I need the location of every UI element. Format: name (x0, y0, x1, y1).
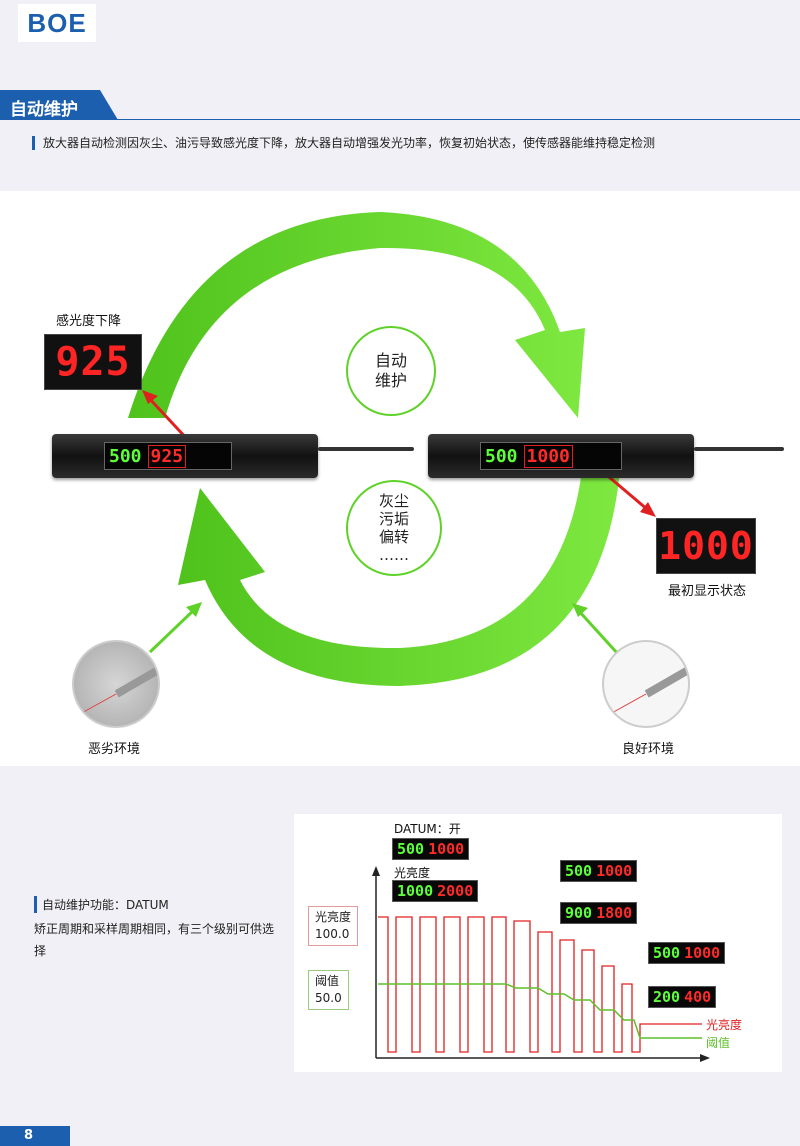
center-top-line: 自动 (374, 351, 407, 370)
lcd-r3-red: 1000 (684, 944, 721, 962)
callout-line: 100.0 (315, 927, 350, 941)
amp-left-display: 500 925 (104, 442, 232, 470)
amplifier-left: 500 925 (52, 434, 318, 478)
brightness-line (378, 916, 702, 1053)
lcd-top-green: 500 (397, 840, 425, 858)
upper-arrow (128, 212, 585, 418)
bad-environment-image (72, 640, 160, 728)
brightness-label: 光亮度 (394, 866, 431, 880)
brightness-callout: 光亮度 100.0 (308, 906, 359, 946)
datum-label: DATUM：开 (394, 822, 461, 836)
lower-arrow (178, 470, 620, 686)
bad-environment-label: 恶劣环境 (88, 742, 141, 757)
auto-maintain-circle: 自动维护 (346, 326, 436, 416)
lcd-r1-green: 500 (565, 862, 593, 880)
center-bottom-line: 污垢 (378, 510, 409, 528)
threshold-line (378, 983, 702, 1039)
callout-line: 50.0 (315, 991, 342, 1005)
amp-right-green: 500 (485, 445, 518, 467)
good-environment-image (602, 640, 690, 728)
datum-title: 自动维护功能：DATUM (34, 896, 169, 913)
red-pointer-left (146, 395, 190, 442)
callout-line: 光亮度 (315, 910, 352, 924)
lcd-second-red: 2000 (437, 882, 474, 900)
left-big-display: 925 (44, 334, 142, 390)
lcd-second-green: 1000 (397, 882, 434, 900)
lcd-r3-green: 500 (653, 944, 681, 962)
lcd-r2-red: 1800 (596, 904, 633, 922)
section-description: 放大器自动检测因灰尘、油污导致感光度下降，放大器自动增强发光功率，恢复初始状态，… (32, 136, 655, 150)
cable-left (318, 447, 414, 451)
right-caption: 最初显示状态 (668, 584, 747, 599)
datum-waveform (372, 866, 710, 1062)
center-bottom-line: 灰尘 (378, 492, 409, 510)
title-rule (0, 119, 800, 120)
amp-left-red: 925 (147, 444, 187, 468)
lcd-r4-red: 400 (684, 988, 712, 1006)
green-pointer-left (148, 606, 198, 654)
legend-threshold: 阈值 (706, 1036, 731, 1050)
right-big-display: 1000 (656, 518, 756, 574)
lcd-top-red: 1000 (428, 840, 465, 858)
amplifier-right: 500 1000 (428, 434, 694, 478)
amp-right-red: 1000 (523, 444, 573, 468)
dust-circle: 灰尘 污垢 偏转 …… (346, 480, 442, 576)
brand-logo: BOE (18, 4, 96, 42)
callout-line: 阈值 (315, 974, 340, 988)
amp-right-display: 500 1000 (480, 442, 622, 470)
left-caption: 感光度下降 (56, 314, 122, 329)
lcd-r4-green: 200 (653, 988, 681, 1006)
page-number: 8 (0, 1126, 70, 1146)
center-bottom-line: 偏转 (378, 528, 409, 546)
threshold-callout: 阈值 50.0 (308, 970, 349, 1010)
amp-left-green: 500 (109, 445, 142, 467)
green-pointer-right (576, 608, 620, 656)
lcd-r1-red: 1000 (596, 862, 633, 880)
datum-description: 矫正周期和采样周期相同，有三个级别可供选择 (34, 922, 275, 958)
legend-brightness: 光亮度 (706, 1018, 743, 1032)
lcd-r2-green: 900 (565, 904, 593, 922)
cable-right (694, 447, 784, 451)
center-bottom-line: …… (378, 546, 409, 564)
section-title: 自动维护 (0, 90, 118, 120)
center-top-line: 维护 (374, 371, 407, 390)
good-environment-label: 良好环境 (622, 742, 675, 757)
